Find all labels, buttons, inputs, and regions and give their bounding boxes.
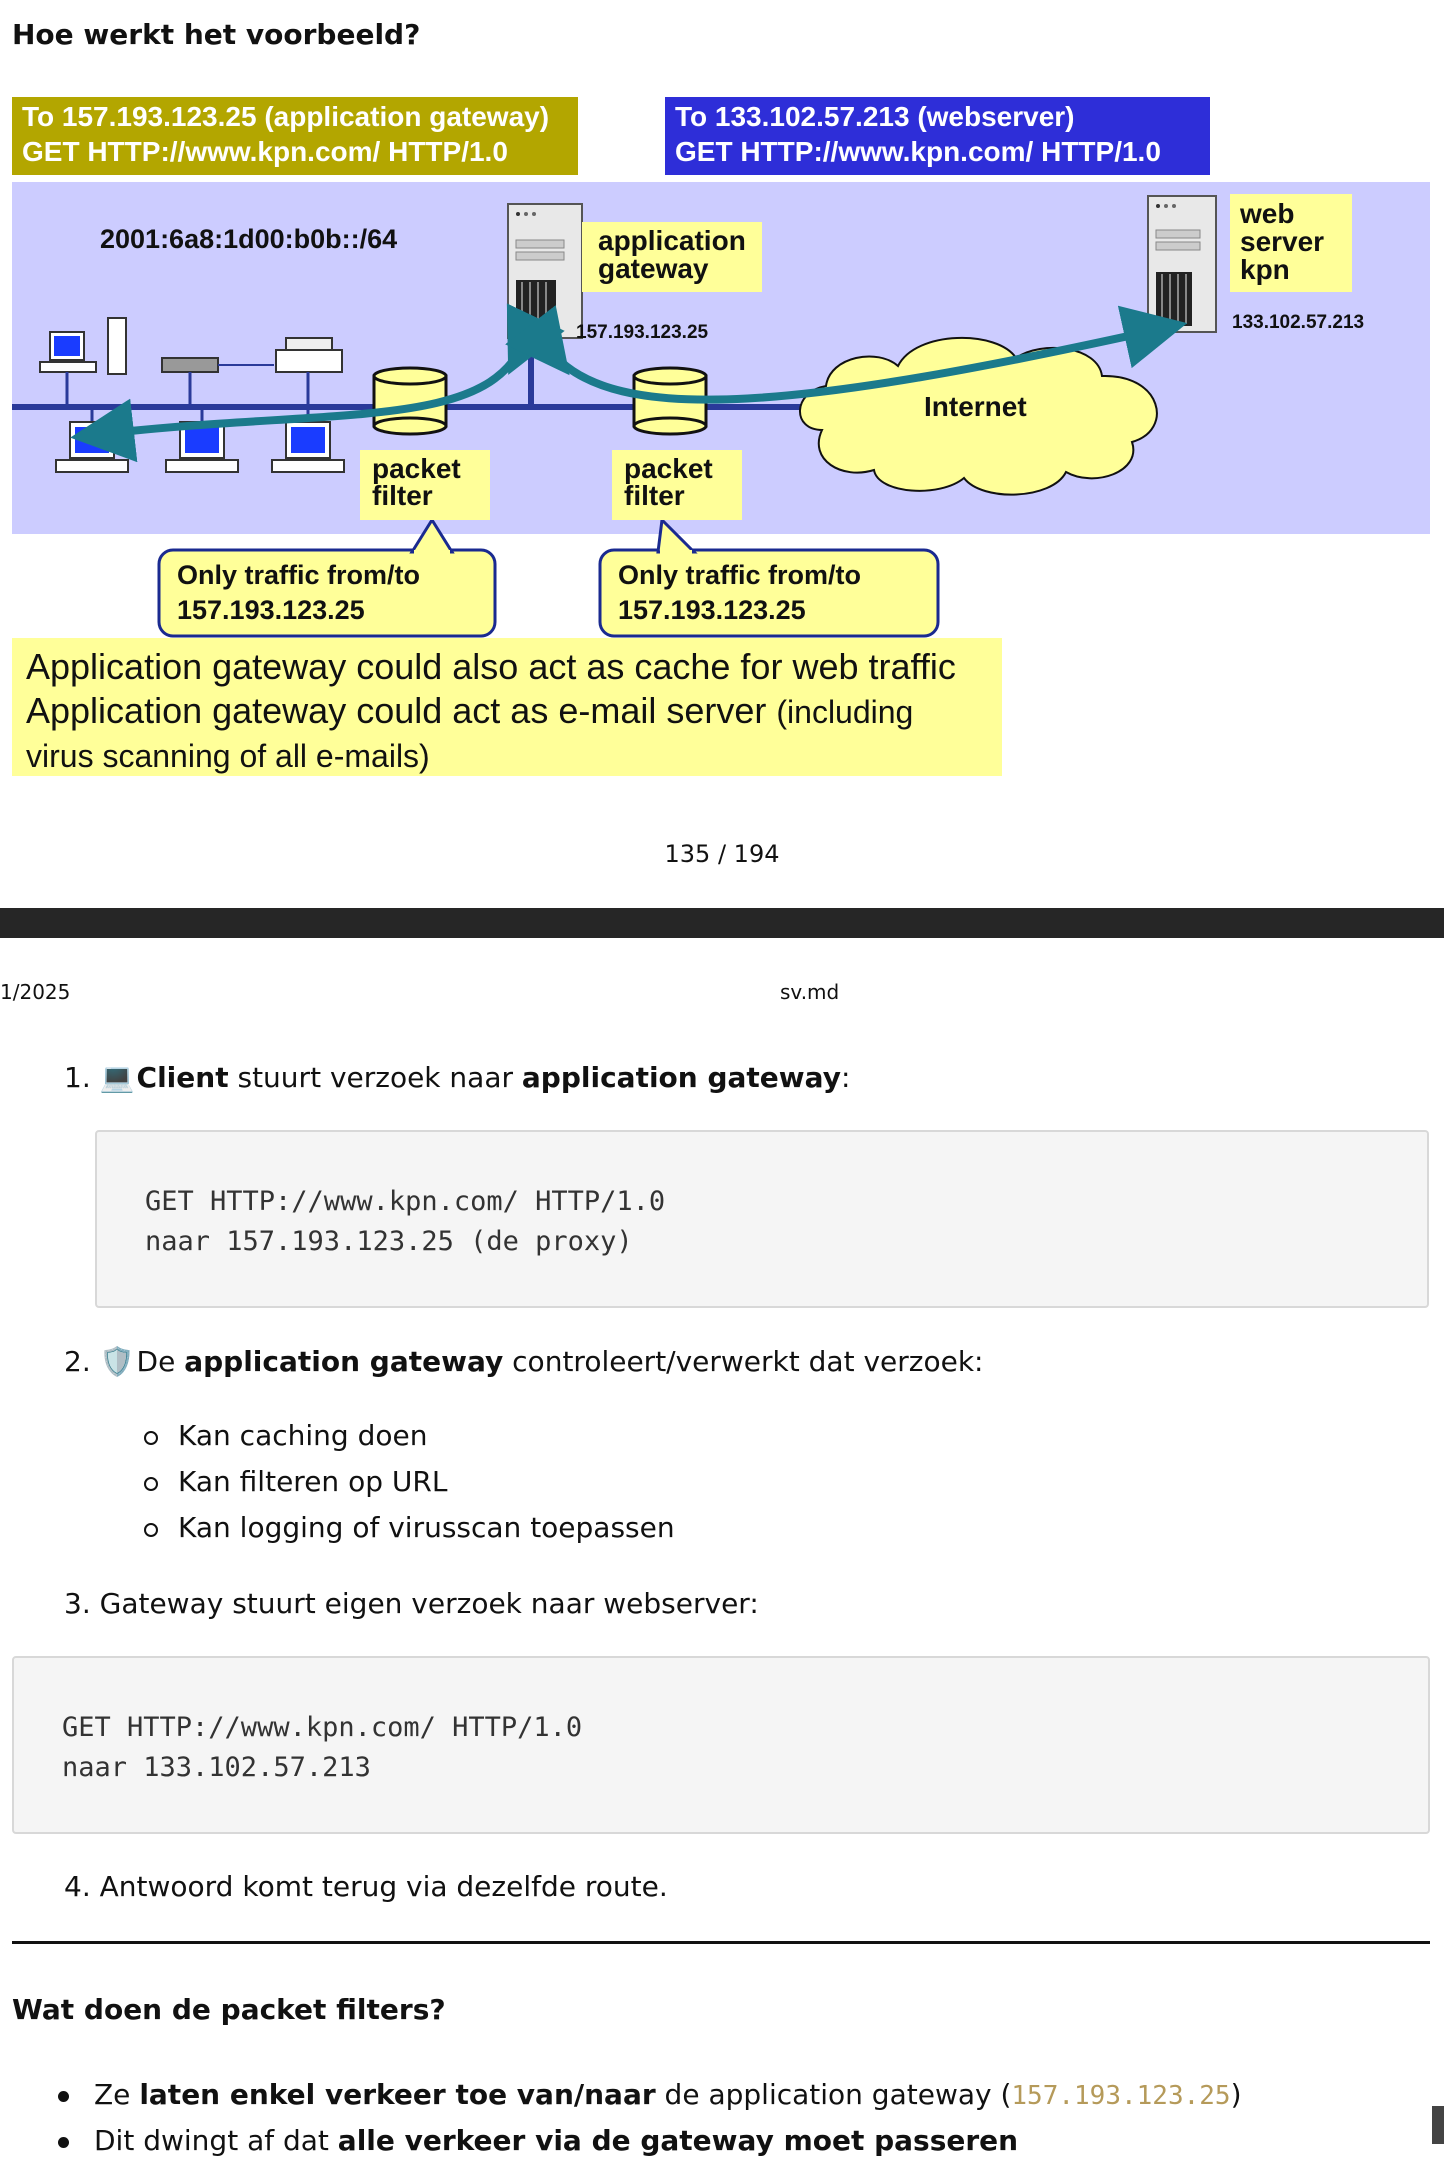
header-filename: sv.md — [780, 980, 840, 1004]
item-bold: laten enkel verkeer toe van/naar — [139, 2078, 656, 2111]
packet-filter-label-box — [612, 450, 742, 520]
item-text: de application gateway ( — [655, 2078, 1012, 2111]
item-text: Ze — [94, 2078, 140, 2111]
subnet-label: 2001:6a8:1d00:b0b::/64 — [100, 224, 397, 254]
caption-line: To 157.193.123.25 (application gateway) — [22, 101, 550, 132]
step-text: Antwoord komt terug via dezelfde route. — [99, 1870, 668, 1903]
laptop-icon: 💻 — [99, 1061, 135, 1094]
gateway-link — [528, 335, 534, 407]
scrollbar-thumb[interactable] — [1432, 2106, 1444, 2144]
item-bold: alle verkeer via de gateway moet passere… — [337, 2124, 1019, 2157]
step-1: 1. 💻 Client stuurt verzoek naar applicat… — [64, 1060, 850, 1096]
gateway-label-box — [582, 222, 762, 292]
step-bold: application gateway — [184, 1345, 504, 1378]
section-heading: Wat doen de packet filters? — [12, 1993, 446, 2026]
header-date: 1/2025 — [0, 980, 71, 1004]
step-text: De — [136, 1345, 185, 1378]
packet-filter-label-box — [360, 450, 490, 520]
webserver-label: kpn — [1240, 254, 1290, 285]
callout-right — [598, 516, 940, 638]
list-item: Dit dwingt af dat alle verkeer via de ga… — [12, 2123, 1242, 2169]
section-title: Hoe werkt het voorbeeld? — [12, 18, 421, 51]
step-4: 4. Antwoord komt terug via dezelfde rout… — [64, 1869, 668, 1905]
callout-text: 157.193.123.25 — [618, 595, 806, 625]
list-item: Ze laten enkel verkeer toe van/naar de a… — [12, 2077, 1242, 2123]
step-text: controleert/verwerkt dat verzoek: — [503, 1345, 984, 1378]
sub-list: Kan caching doen Kan filteren op URL Kan… — [142, 1418, 675, 1556]
callout-left — [157, 517, 497, 638]
shield-icon: 🛡️ — [99, 1345, 135, 1378]
step-text: Gateway stuurt eigen verzoek naar webser… — [99, 1587, 759, 1620]
webserver-label: server — [1240, 226, 1324, 257]
list-item: Kan logging of virusscan toepassen — [142, 1510, 675, 1556]
packet-filter-label: packet — [372, 453, 461, 484]
packet-filter-label: packet — [624, 453, 713, 484]
caption-line: To 133.102.57.213 (webserver) — [675, 101, 1075, 132]
gateway-server-icon — [507, 203, 583, 339]
gateway-ip: 157.193.123.25 — [576, 322, 709, 343]
step-bold: Client — [136, 1061, 229, 1094]
list-item: Kan filteren op URL — [142, 1464, 675, 1510]
callout-text: Only traffic from/to — [177, 560, 420, 590]
step-bold: application gateway — [521, 1061, 841, 1094]
note-text-small: (including — [776, 694, 914, 730]
arrow-gateway-to-webserver — [505, 305, 1188, 404]
list-item: Kan caching doen — [142, 1418, 675, 1464]
bullet-list: Ze laten enkel verkeer toe van/naar de a… — [12, 2077, 1242, 2169]
list-number: 3. — [64, 1587, 91, 1620]
webserver-ip: 133.102.57.213 — [1232, 312, 1364, 333]
step-text: : — [840, 1061, 851, 1094]
step-2: 2. 🛡️ De application gateway controleert… — [64, 1344, 983, 1380]
caption-line: GET HTTP://www.kpn.com/ HTTP/1.0 — [22, 136, 508, 167]
note-line: Application gateway could also act as ca… — [26, 646, 956, 687]
page-number: 135 / 194 — [664, 840, 780, 868]
webserver-label: web — [1239, 198, 1294, 229]
inline-code: 157.193.123.25 — [1011, 2081, 1231, 2111]
note-line: Application gateway could act as e-mail … — [26, 689, 988, 734]
caption-gateway-request: To 157.193.123.25 (application gateway) … — [12, 97, 578, 175]
callout-text: 157.193.123.25 — [177, 595, 365, 625]
list-number: 4. — [64, 1870, 91, 1903]
internet-label: Internet — [924, 391, 1027, 422]
page-separator — [0, 908, 1444, 938]
code-block: GET HTTP://www.kpn.com/ HTTP/1.0 naar 15… — [95, 1130, 1429, 1308]
caption-webserver-request: To 133.102.57.213 (webserver) GET HTTP:/… — [665, 97, 1210, 175]
arrow-client-to-gateway — [70, 303, 565, 463]
step-3: 3. Gateway stuurt eigen verzoek naar web… — [64, 1586, 759, 1622]
gateway-label: application — [598, 225, 746, 256]
network-diagram: 2001:6a8:1d00:b0b::/64 application gatew… — [12, 182, 1430, 638]
packet-filter-label: filter — [372, 480, 433, 511]
list-number: 1. — [64, 1061, 91, 1094]
note-text: Application gateway could act as e-mail … — [26, 690, 767, 731]
gateway-label: gateway — [598, 253, 709, 284]
list-number: 2. — [64, 1345, 91, 1378]
callout-text: Only traffic from/to — [618, 560, 861, 590]
step-text: stuurt verzoek naar — [228, 1061, 522, 1094]
caption-line: GET HTTP://www.kpn.com/ HTTP/1.0 — [675, 136, 1161, 167]
packet-filter-label: filter — [624, 480, 685, 511]
web-server-icon — [1147, 195, 1217, 333]
item-text: ) — [1230, 2078, 1242, 2111]
item-text: Dit dwingt af dat — [94, 2124, 338, 2157]
note-line: virus scanning of all e-mails) — [26, 738, 430, 774]
code-block: GET HTTP://www.kpn.com/ HTTP/1.0 naar 13… — [12, 1656, 1430, 1834]
horizontal-rule — [12, 1941, 1430, 1944]
webserver-label-box — [1230, 194, 1352, 292]
slide-note: Application gateway could also act as ca… — [12, 638, 1002, 776]
